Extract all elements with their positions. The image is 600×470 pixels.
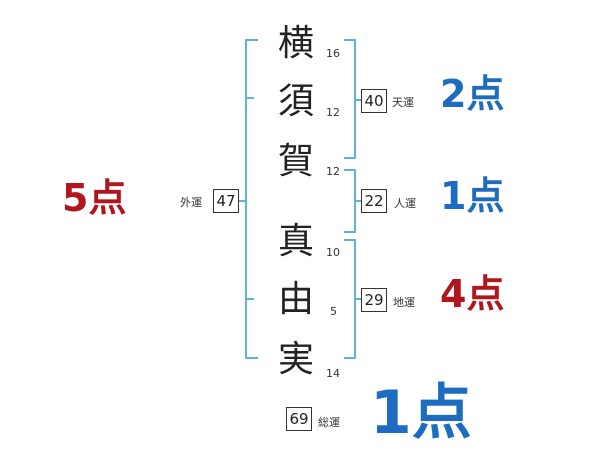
jinkaku-label: 人運 xyxy=(394,197,416,210)
gaikaku-value-box: 47 xyxy=(213,189,239,213)
stroke-count-3: 12 xyxy=(326,165,340,178)
stroke-count-5: 5 xyxy=(330,305,337,318)
tenkaku-score: 2点 xyxy=(440,72,505,116)
soukaku-label: 総運 xyxy=(318,416,340,429)
stroke-count-4: 10 xyxy=(326,246,340,259)
name-char-4: 真 xyxy=(277,221,314,262)
name-char-6: 実 xyxy=(277,339,314,380)
gaikaku-bracket xyxy=(245,39,258,359)
stroke-count-6: 14 xyxy=(326,367,340,380)
chikaku-bracket xyxy=(344,239,356,359)
stroke-count-1: 16 xyxy=(326,47,340,60)
gaikaku-score: 5点 xyxy=(62,176,127,220)
name-char-1: 横 xyxy=(277,23,314,64)
chikaku-score: 4点 xyxy=(440,272,505,316)
jinkaku-value-box: 22 xyxy=(361,189,387,213)
gaikaku-label: 外運 xyxy=(180,196,202,209)
chikaku-value-box: 29 xyxy=(361,288,387,312)
name-char-5: 由 xyxy=(277,279,314,320)
tenkaku-bracket xyxy=(344,39,356,159)
tenkaku-value-box: 40 xyxy=(361,89,387,113)
chikaku-label: 地運 xyxy=(393,296,415,309)
jinkaku-score: 1点 xyxy=(440,174,505,218)
soukaku-value-box: 69 xyxy=(286,407,312,431)
name-char-2: 須 xyxy=(277,81,314,122)
name-char-3: 賀 xyxy=(277,141,314,182)
stroke-count-2: 12 xyxy=(326,106,340,119)
soukaku-score: 1点 xyxy=(370,378,472,448)
jinkaku-bracket xyxy=(344,169,356,233)
tenkaku-label: 天運 xyxy=(392,96,414,109)
